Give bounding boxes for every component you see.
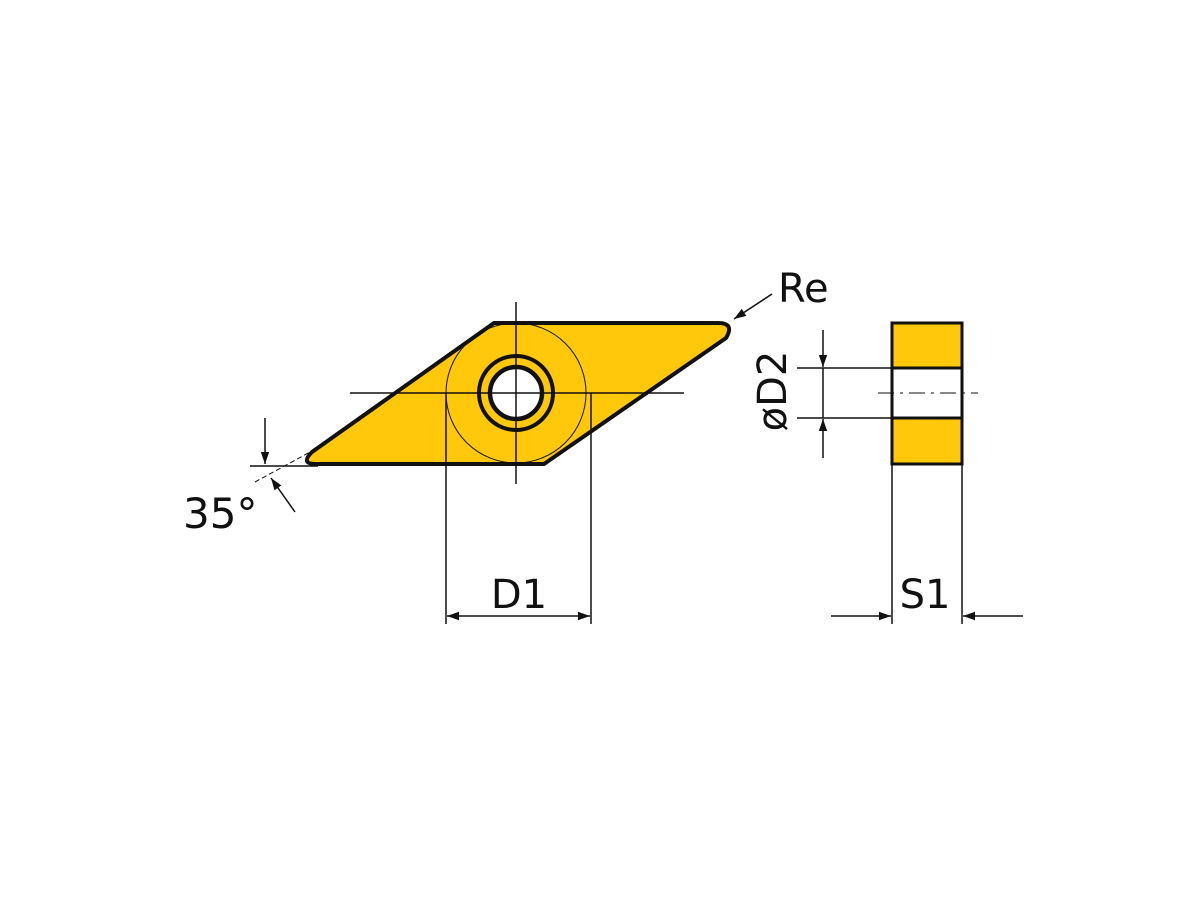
- insert-top-view: [304, 302, 732, 484]
- d1-dimension: D1: [445, 393, 592, 624]
- s1-dimension: S1: [831, 464, 1023, 624]
- re-label: Re: [778, 266, 829, 312]
- d2-dimension: øD2: [750, 330, 892, 458]
- angle-dimension: 35°: [183, 418, 318, 538]
- re-leader: Re: [733, 266, 829, 320]
- angle-label: 35°: [183, 489, 257, 538]
- insert-side-view: [878, 321, 978, 466]
- d1-label: D1: [491, 572, 547, 618]
- d2-label: øD2: [750, 351, 796, 432]
- s1-label: S1: [900, 572, 951, 618]
